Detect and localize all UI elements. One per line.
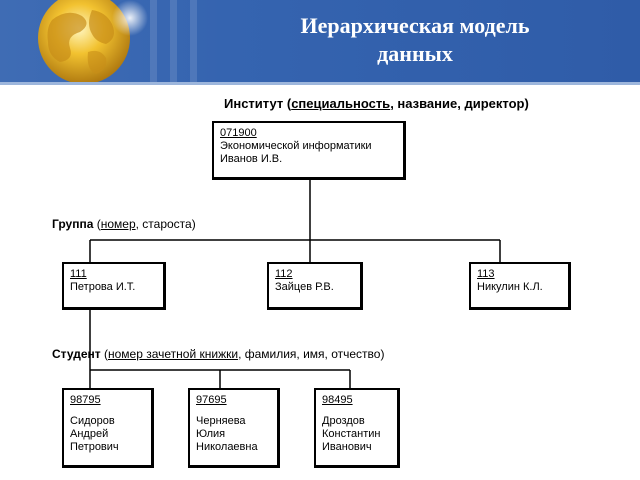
record-key: 97695 xyxy=(196,394,227,406)
slide-header: Иерархическая модель данных xyxy=(0,0,640,85)
header-stripe xyxy=(170,0,177,85)
title-line-2: данных xyxy=(377,41,453,66)
record-field: Константин xyxy=(322,428,381,440)
record-key: 112 xyxy=(275,268,293,280)
student-record: 98795 Сидоров Андрей Петрович xyxy=(62,388,154,468)
record-field: Иванов И.В. xyxy=(220,153,283,165)
slide-title: Иерархическая модель данных xyxy=(210,12,620,68)
group-record: 112 Зайцев Р.В. xyxy=(267,262,363,310)
level-label-student: Студент (номер зачетной книжки, фамилия,… xyxy=(52,347,385,361)
record-key: 071900 xyxy=(220,127,257,139)
title-line-1: Иерархическая модель xyxy=(300,13,530,38)
record-field: Андрей xyxy=(70,428,109,440)
student-record: 97695 Черняева Юлия Николаевна xyxy=(188,388,280,468)
record-field: Черняева xyxy=(196,415,246,427)
group-record: 113 Никулин К.Л. xyxy=(469,262,571,310)
record-field: Николаевна xyxy=(196,441,258,453)
record-field: Петрова И.Т. xyxy=(70,281,136,293)
record-field: Иванович xyxy=(322,441,372,453)
record-field: Экономической информатики xyxy=(220,140,372,152)
institute-record: 071900 Экономической информатики Иванов … xyxy=(212,121,406,180)
header-stripe xyxy=(190,0,197,85)
record-field: Зайцев Р.В. xyxy=(275,281,334,293)
record-key: 98495 xyxy=(322,394,353,406)
record-key: 111 xyxy=(70,268,87,280)
record-field: Никулин К.Л. xyxy=(477,281,543,293)
level-label-institute: Институт (специальность, название, дирек… xyxy=(224,96,529,111)
header-stripe xyxy=(150,0,157,85)
record-key: 98795 xyxy=(70,394,101,406)
level-label-group: Группа (номер, староста) xyxy=(52,217,196,231)
header-divider xyxy=(0,82,640,85)
record-field: Сидоров xyxy=(70,415,115,427)
record-field: Дроздов xyxy=(322,415,365,427)
student-record: 98495 Дроздов Константин Иванович xyxy=(314,388,400,468)
globe-icon xyxy=(38,0,148,84)
record-key: 113 xyxy=(477,268,495,280)
group-record: 111 Петрова И.Т. xyxy=(62,262,166,310)
record-field: Юлия xyxy=(196,428,226,440)
record-field: Петрович xyxy=(70,441,119,453)
